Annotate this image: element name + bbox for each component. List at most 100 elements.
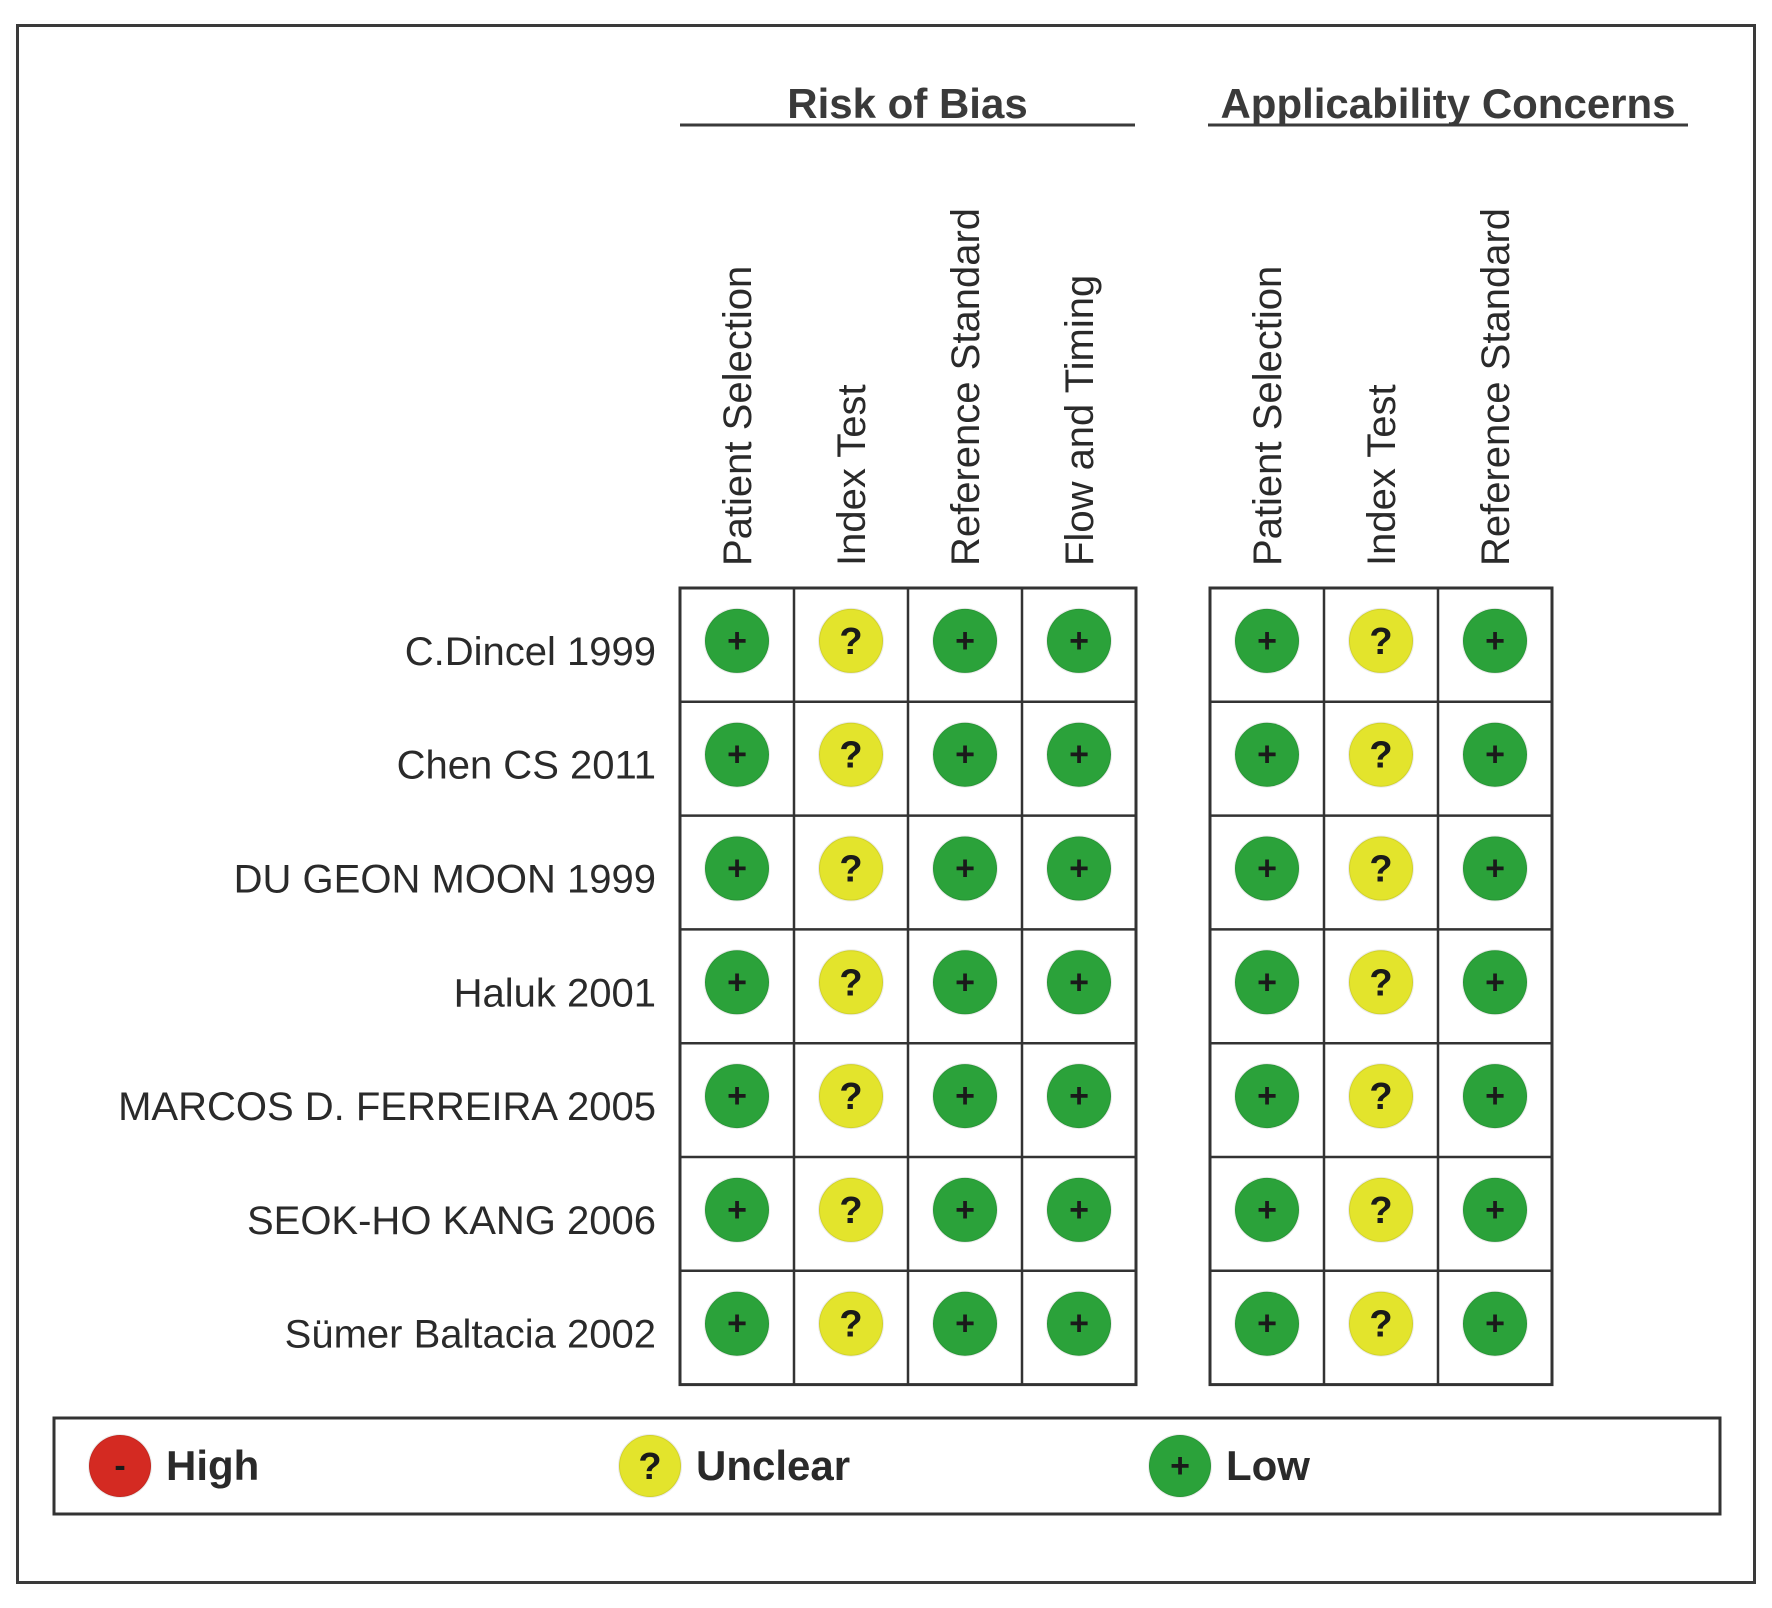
high-symbol: -: [114, 1447, 125, 1485]
unclear-circle: [1348, 835, 1414, 902]
rating-marcos-d-ferreira-2005-col-3: +: [932, 1063, 998, 1130]
column-header-applicability-concerns-index-test: Index Test: [1360, 384, 1404, 566]
unclear-symbol: ?: [839, 1190, 862, 1232]
low-circle: [932, 607, 998, 674]
unclear-circle: [1348, 949, 1414, 1016]
low-circle: [1148, 1434, 1212, 1498]
low-symbol: +: [1485, 1305, 1505, 1343]
low-circle: [1046, 835, 1112, 902]
rating-du-geon-moon-1999-col-4: +: [1046, 835, 1112, 902]
low-circle: [1046, 607, 1112, 674]
grid-border: [1208, 586, 1554, 1387]
low-circle: [932, 949, 998, 1016]
rating-du-geon-moon-1999-col-7: +: [1462, 835, 1528, 902]
low-circle: [1234, 949, 1300, 1016]
study-label-du-geon-moon-1999: DU GEON MOON 1999: [234, 858, 656, 902]
rating-c-dincel-1999-col-5: +: [1234, 607, 1300, 674]
low-symbol: +: [727, 850, 747, 888]
rating-chen-cs-2011-col-1: +: [704, 721, 770, 788]
legend-unclear-label: Unclear: [696, 1442, 850, 1489]
rating-marcos-d-ferreira-2005-col-6: ?: [1348, 1063, 1414, 1130]
low-circle: [1462, 721, 1528, 788]
low-symbol: +: [1257, 736, 1277, 774]
rating-seok-ho-kang-2006-col-5: +: [1234, 1176, 1300, 1243]
rating-chen-cs-2011-col-4: +: [1046, 721, 1112, 788]
low-symbol: +: [1485, 622, 1505, 660]
unclear-symbol: ?: [1369, 962, 1392, 1004]
unclear-symbol: ?: [1369, 621, 1392, 663]
rating-c-dincel-1999-col-1: +: [704, 607, 770, 674]
low-symbol: +: [1069, 963, 1089, 1001]
low-circle: [932, 1063, 998, 1130]
unclear-circle: [818, 1063, 884, 1130]
unclear-circle: [618, 1434, 682, 1498]
legend: High Unclear Low: [52, 1416, 1722, 1516]
legend-high-label: High: [166, 1442, 259, 1489]
unclear-symbol: ?: [1369, 1304, 1392, 1346]
low-circle: [1462, 1290, 1528, 1357]
legend-low-label: Low: [1226, 1442, 1310, 1489]
unclear-circle: [818, 835, 884, 902]
low-symbol: +: [1257, 1305, 1277, 1343]
low-circle: [1234, 835, 1300, 902]
low-circle: [932, 1290, 998, 1357]
low-symbol: +: [955, 1191, 975, 1229]
low-symbol: +: [1069, 1077, 1089, 1115]
column-header-risk-of-bias-flow-and-timing: Flow and Timing: [1058, 275, 1102, 566]
group-title-applicability-concerns: Applicability Concerns: [1220, 80, 1675, 127]
rating-s-mer-baltacia-2002-col-4: +: [1046, 1290, 1112, 1357]
low-circle: [1234, 1290, 1300, 1357]
low-circle: [1462, 1176, 1528, 1243]
low-circle: [932, 721, 998, 788]
low-circle: [1046, 1176, 1112, 1243]
unclear-circle: [818, 1176, 884, 1243]
unclear-symbol: ?: [1369, 1190, 1392, 1232]
rating-du-geon-moon-1999-col-5: +: [1234, 835, 1300, 902]
low-symbol: +: [955, 1077, 975, 1115]
low-symbol: +: [1069, 1305, 1089, 1343]
rating-haluk-2001-col-3: +: [932, 949, 998, 1016]
column-header-risk-of-bias-patient-selection: Patient Selection: [716, 266, 760, 566]
low-symbol: +: [955, 622, 975, 660]
low-circle: [704, 949, 770, 1016]
low-symbol: +: [727, 1077, 747, 1115]
low-circle: [1234, 721, 1300, 788]
rating-haluk-2001-col-7: +: [1462, 949, 1528, 1016]
low-symbol: +: [1257, 850, 1277, 888]
rating-s-mer-baltacia-2002-col-5: +: [1234, 1290, 1300, 1357]
unclear-symbol: ?: [839, 1304, 862, 1346]
unclear-symbol: ?: [839, 849, 862, 891]
rating-seok-ho-kang-2006-col-7: +: [1462, 1176, 1528, 1243]
rating-chen-cs-2011-col-5: +: [1234, 721, 1300, 788]
study-label-s-mer-baltacia-2002: Sümer Baltacia 2002: [285, 1313, 656, 1357]
low-symbol: +: [1069, 622, 1089, 660]
unclear-circle: [1348, 1063, 1414, 1130]
grid-applicability-concerns: [1208, 586, 1554, 1387]
rating-c-dincel-1999-col-7: +: [1462, 607, 1528, 674]
low-circle: [704, 1063, 770, 1130]
unclear-symbol: ?: [839, 962, 862, 1004]
rating-s-mer-baltacia-2002-col-7: +: [1462, 1290, 1528, 1357]
rating-c-dincel-1999-col-4: +: [1046, 607, 1112, 674]
low-symbol: +: [727, 736, 747, 774]
low-circle: [1234, 1063, 1300, 1130]
low-symbol: +: [955, 736, 975, 774]
unclear-symbol: ?: [1369, 735, 1392, 777]
rating-du-geon-moon-1999-col-6: ?: [1348, 835, 1414, 902]
rating-haluk-2001-col-1: +: [704, 949, 770, 1016]
legend-high-icon: -: [88, 1434, 152, 1498]
rating-marcos-d-ferreira-2005-col-2: ?: [818, 1063, 884, 1130]
low-symbol: +: [1257, 622, 1277, 660]
low-symbol: +: [1485, 963, 1505, 1001]
grid-risk-of-bias: [678, 586, 1138, 1387]
unclear-circle: [1348, 1176, 1414, 1243]
unclear-symbol: ?: [839, 735, 862, 777]
rating-chen-cs-2011-col-6: ?: [1348, 721, 1414, 788]
low-symbol: +: [1069, 1191, 1089, 1229]
low-symbol: +: [1170, 1447, 1190, 1485]
rating-chen-cs-2011-col-7: +: [1462, 721, 1528, 788]
column-header-risk-of-bias-reference-standard: Reference Standard: [944, 208, 988, 566]
low-circle: [1046, 1290, 1112, 1357]
rating-s-mer-baltacia-2002-col-2: ?: [818, 1290, 884, 1357]
